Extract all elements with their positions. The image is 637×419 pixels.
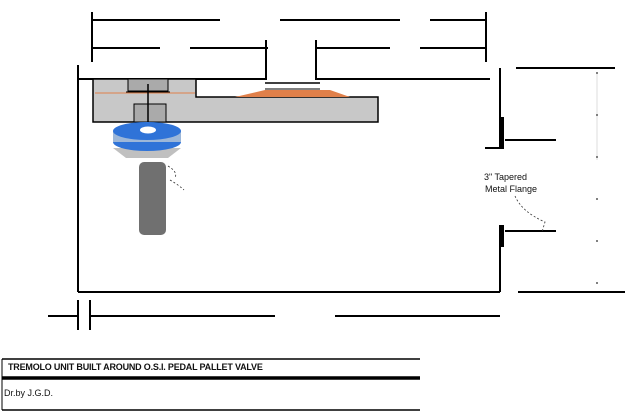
- flange-label-line1: 3" Tapered: [484, 172, 528, 182]
- dimension-lines: [48, 12, 625, 330]
- valve-stem: [139, 162, 166, 235]
- leader-line: [514, 195, 546, 233]
- flange-label-line2: Metal Flange: [485, 184, 538, 194]
- valve-disc: [113, 122, 185, 235]
- drawn-by: Dr.by J.G.D.: [4, 388, 54, 398]
- pallet-bump: [235, 90, 350, 97]
- title-block: [1, 358, 420, 411]
- drawing-title: TREMOLO UNIT BUILT AROUND O.S.I. PEDAL P…: [8, 362, 263, 372]
- valve-plate: [92, 78, 379, 128]
